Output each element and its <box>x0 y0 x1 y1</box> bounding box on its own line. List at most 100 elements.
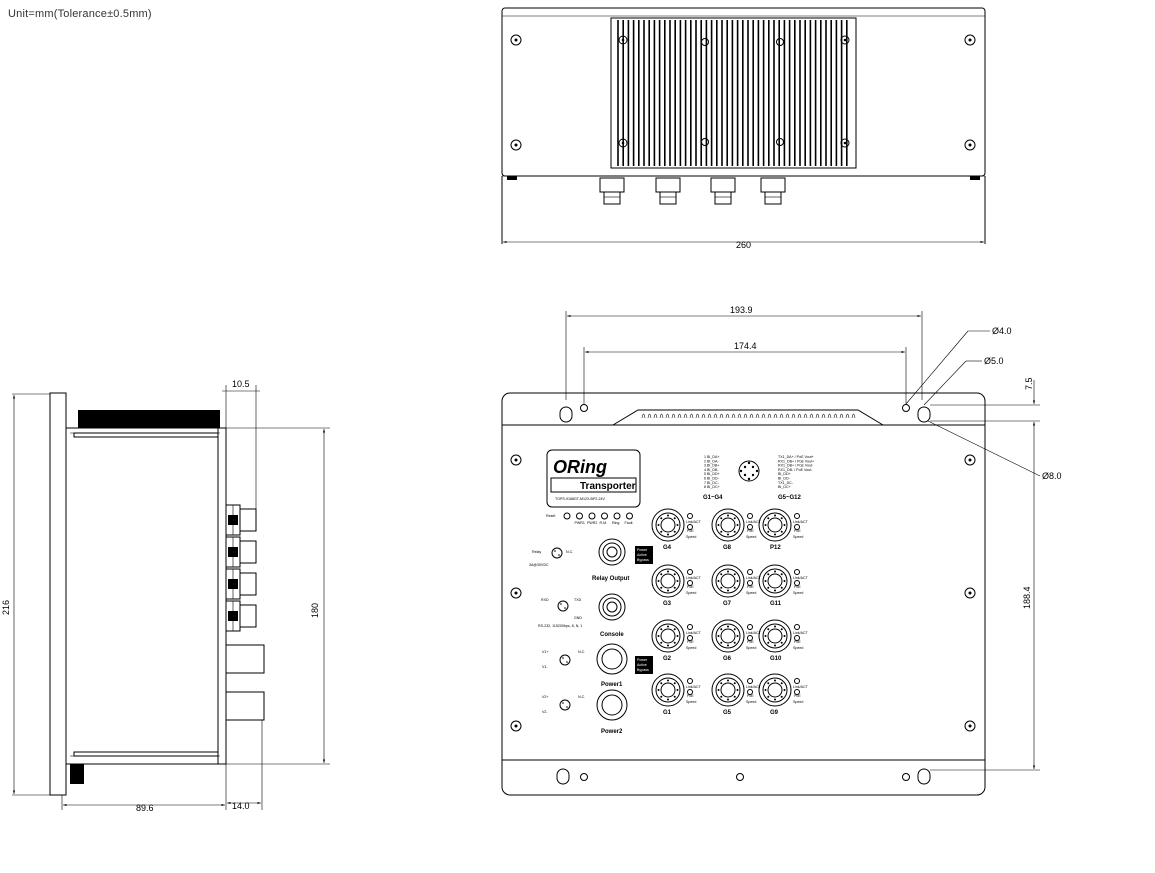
pinout-left-label: 2 BI_DA- <box>704 459 719 463</box>
port-led-label: Link/ACT <box>793 631 809 635</box>
port-label: G11 <box>770 601 782 607</box>
pinout-right-label: BI_DD- <box>778 477 791 481</box>
front-fins <box>641 413 856 419</box>
side-connectors <box>225 504 257 632</box>
side-heatsink <box>78 410 220 428</box>
product-name: Transporter <box>580 481 636 492</box>
port-led-label: Speed <box>793 646 803 650</box>
m12-port[interactable] <box>651 673 685 707</box>
status-led-label: Ring <box>612 521 619 525</box>
top-mount-holes <box>510 34 976 151</box>
console-gnd-label: GND <box>574 616 582 620</box>
svg-text:Power: Power <box>637 548 648 552</box>
dim-side-body: 180 <box>310 603 320 618</box>
front-screws <box>510 454 976 732</box>
front-view-outline <box>501 392 986 796</box>
port-led-label: PoE <box>687 585 694 589</box>
side-screw <box>70 764 84 784</box>
m12-port[interactable] <box>651 508 685 542</box>
power1-vminus-label: V1- <box>542 665 548 669</box>
port-led-label: Speed <box>793 591 803 595</box>
dim-side-depth: 89.6 <box>136 803 154 813</box>
relay-nc-label: N.C. <box>566 550 573 554</box>
console-rxd-label: RXD <box>541 598 549 602</box>
console-label: Console <box>600 632 624 638</box>
port-led-label: Speed <box>746 646 756 650</box>
svg-text:Power: Power <box>637 658 648 662</box>
pinout-right-label: TX1_DA+ / PoE Vout+ <box>778 455 814 459</box>
side-flange <box>49 392 67 796</box>
m12-port[interactable] <box>711 508 745 542</box>
port-led-label: Speed <box>686 535 696 539</box>
power1-nc-label: N.C. <box>578 650 585 654</box>
logo-text: ORing <box>553 457 607 477</box>
dim-side-connector-depth: 10.5 <box>232 379 250 389</box>
dim-tab-height: 7.5 <box>1024 377 1034 390</box>
m12-port[interactable] <box>758 508 792 542</box>
port-label: G4 <box>663 545 672 551</box>
dim-hole-medium: Ø5.0 <box>984 356 1004 366</box>
poe-badge-1: Power Active Bypass <box>635 546 653 564</box>
pinout-right-label: RX1_DB- / PoE Vout- <box>778 468 813 472</box>
dim-hole-small: Ø4.0 <box>992 326 1012 336</box>
dim-front-height: 188.4 <box>1022 586 1032 609</box>
dim-mount-outer: 193.9 <box>730 305 753 315</box>
status-led-label: R.M. <box>600 521 608 525</box>
port-label: G10 <box>770 656 782 662</box>
port-label: P12 <box>770 545 781 551</box>
port-led-label: PoE <box>794 640 801 644</box>
status-led-label: Reset <box>546 514 555 518</box>
model-line: TGPS-9168GT-M12X-BP2-24V <box>555 497 606 501</box>
m12-port[interactable] <box>651 619 685 653</box>
status-led <box>588 512 596 520</box>
poe-badge-2: Power Active Bypass <box>635 656 653 674</box>
side-connector <box>225 536 257 568</box>
m12-port[interactable] <box>758 673 792 707</box>
port-grid: G4Link/ACTPoESpeedG3Link/ACTPoESpeedG2Li… <box>651 508 809 716</box>
port-label: G1 <box>663 710 672 716</box>
pinout-right-label: RX1_DB+ / PoE Vout+ <box>778 459 814 463</box>
pinout-left-label: 7 BI_DC- <box>704 481 720 485</box>
port-led-label: PoE <box>794 529 801 533</box>
m12-port[interactable] <box>758 619 792 653</box>
m12-port[interactable] <box>711 619 745 653</box>
status-led <box>601 512 608 520</box>
port-led-label: Link/ACT <box>793 685 809 689</box>
relay-connector: Relay Output Relay N.C. 3A@30VDC <box>529 538 629 582</box>
port-label: G6 <box>723 656 732 662</box>
front-view: ORing Transporter TGPS-9168GT-M12X-BP2-2… <box>501 305 1062 796</box>
port-led-label: Speed <box>686 700 696 704</box>
side-view: 216 180 10.5 89.6 14.0 <box>1 379 330 813</box>
side-connector <box>225 600 257 632</box>
pinout-left-label: 5 BI_DD+ <box>704 472 720 476</box>
relay-rating-label: 3A@30VDC <box>529 563 549 567</box>
pinout-right-label: RX1_DB+ / PoE Vout- <box>778 464 814 468</box>
power1-connector: Power1 V1+ V1- N.C. <box>542 643 628 688</box>
port-led-label: Link/ACT <box>686 631 702 635</box>
front-top-mounts <box>559 404 931 423</box>
port-led-label: Speed <box>746 591 756 595</box>
port-label: G3 <box>663 601 672 607</box>
svg-text:Active: Active <box>637 663 647 667</box>
power2-nc-label: N.C. <box>578 695 585 699</box>
port-led-label: PoE <box>687 529 694 533</box>
status-led-label: PWR2 <box>587 521 597 525</box>
m12-port[interactable] <box>711 673 745 707</box>
status-led-label: PWR1 <box>575 521 585 525</box>
port-led-label: Link/ACT <box>746 576 762 580</box>
console-txd-label: TXD <box>574 598 582 602</box>
port-led-label: Link/ACT <box>686 520 702 524</box>
m12-port[interactable] <box>711 564 745 598</box>
port-led-label: Speed <box>686 591 696 595</box>
pinout-left-label: 6 BI_DD- <box>704 477 720 481</box>
front-heatsink-edge <box>612 409 884 426</box>
m12-port[interactable] <box>651 564 685 598</box>
m12-port[interactable] <box>758 564 792 598</box>
port-led-label: Link/ACT <box>746 631 762 635</box>
power2-vplus-label: V2+ <box>542 695 549 699</box>
power2-label: Power2 <box>601 729 623 735</box>
port-led-label: Speed <box>793 535 803 539</box>
status-led <box>563 512 571 520</box>
oring-logo: ORing Transporter TGPS-9168GT-M12X-BP2-2… <box>546 449 641 508</box>
